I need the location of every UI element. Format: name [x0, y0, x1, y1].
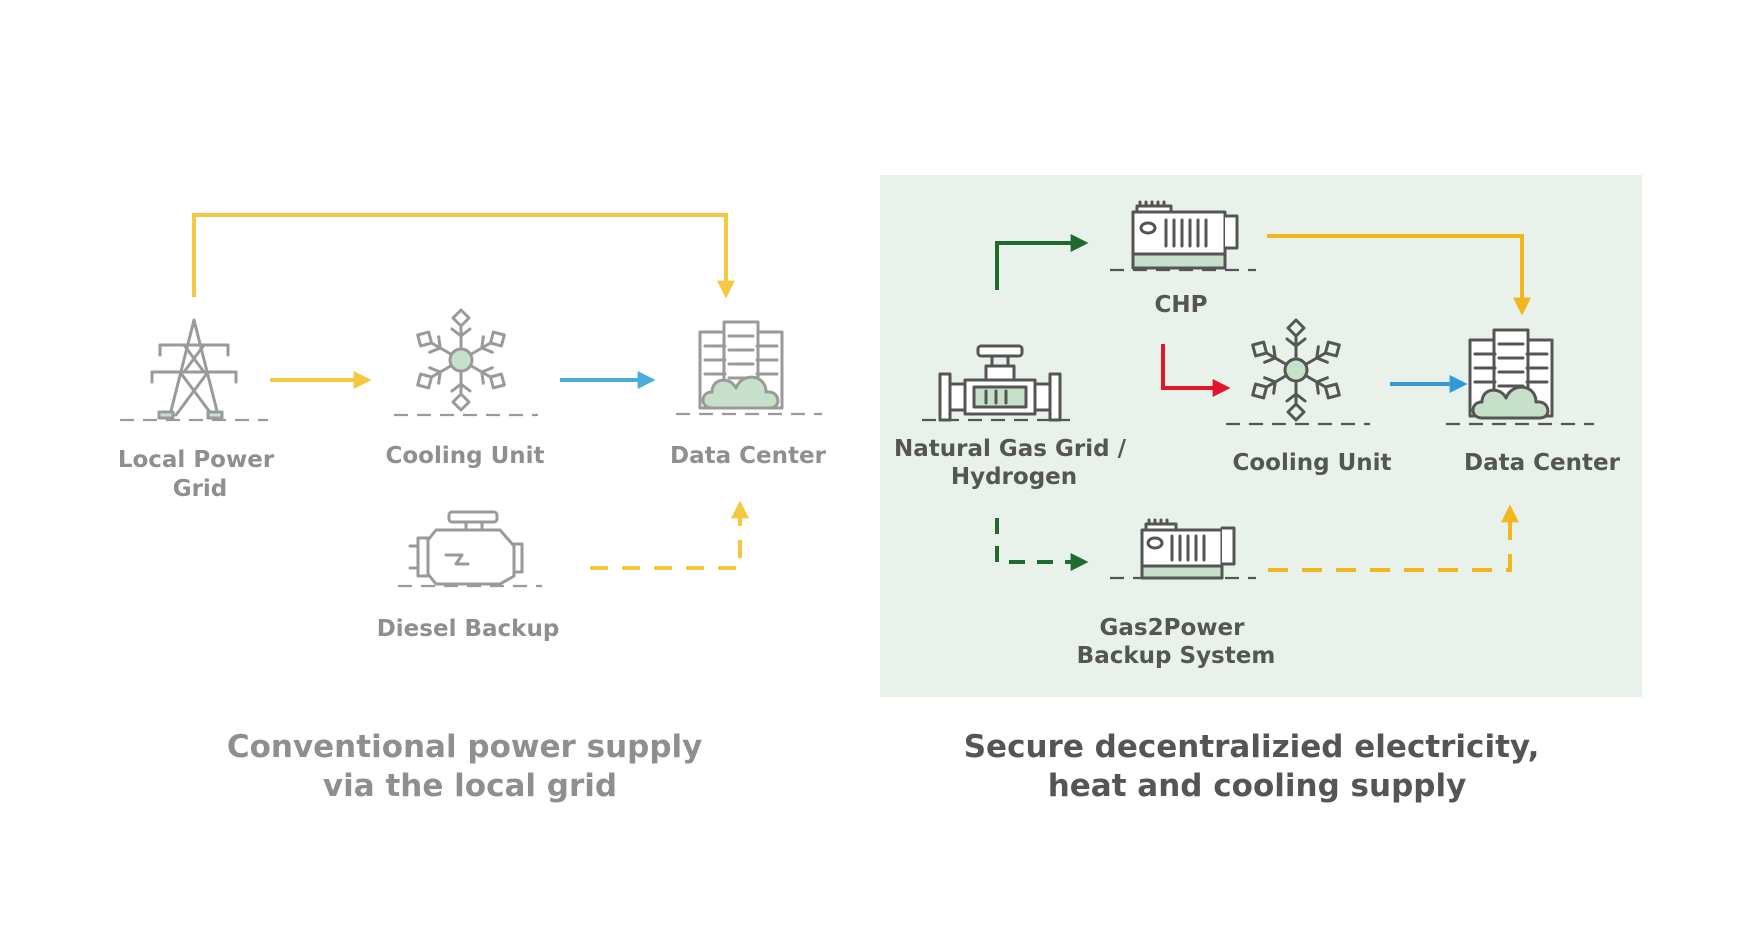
svg-text:Cooling Unit: Cooling Unit — [1232, 450, 1391, 476]
svg-text:Conventional power supply: Conventional power supply via the local … — [227, 729, 713, 804]
svg-text:Data Center: Data Center — [670, 443, 827, 469]
label-local-power-grid-line2: Grid — [173, 476, 228, 502]
svg-text:Data Center: Data Center — [1464, 450, 1621, 476]
flow-diesel-to-datacenter — [590, 500, 749, 570]
pipe-valve-icon — [938, 344, 1062, 422]
svg-text:Diesel Backup: Diesel Backup — [377, 616, 560, 642]
flow-gas-to-chp — [995, 234, 1089, 290]
label-data-center-left: Data Center — [670, 443, 827, 469]
label-cooling-unit-right: Cooling Unit — [1232, 450, 1391, 476]
svg-text:CHP: CHP — [1155, 292, 1208, 318]
snowflake-icon — [411, 308, 511, 412]
engine-icon — [408, 510, 524, 586]
svg-text:Cooling Unit: Cooling Unit — [385, 443, 544, 469]
flow-grid-to-datacenter — [192, 213, 735, 299]
flow-gas-to-gas2power — [995, 518, 1089, 571]
label-chp: CHP — [1155, 292, 1208, 318]
label-local-power-grid-line1: Local Power — [118, 447, 275, 473]
flow-chp-to-datacenter — [1267, 234, 1531, 316]
caption-left-line1: Conventional power supply — [227, 729, 703, 765]
label-data-center-right: Data Center — [1464, 450, 1621, 476]
label-gas2power-line2: Backup System — [1077, 643, 1276, 669]
server-rack-cloud-icon — [1468, 328, 1554, 420]
right-panel-background — [880, 175, 1642, 697]
svg-text:Local Power Grid: Local Power Grid — [118, 447, 282, 502]
transmission-tower-icon — [150, 318, 238, 420]
snowflake-icon — [1246, 318, 1346, 422]
label-natural-gas-grid-line1: Natural Gas Grid / — [894, 436, 1127, 462]
generator-icon — [1140, 518, 1236, 580]
caption-right-line1: Secure decentralizied electricity, — [964, 729, 1540, 765]
label-cooling-unit-left: Cooling Unit — [385, 443, 544, 469]
flow-chp-heat-to-cooling — [1161, 344, 1231, 397]
svg-text:Secure decentralizied electric: Secure decentralizied electricity, heat … — [964, 729, 1551, 804]
label-diesel-backup: Diesel Backup — [377, 616, 560, 642]
label-gas2power-line1: Gas2Power — [1100, 615, 1246, 641]
caption-left-line2: via the local grid — [323, 768, 617, 804]
left-panel: Local Power Grid Cooling Unit Data Cente… — [118, 213, 827, 804]
label-natural-gas-grid-line2: Hydrogen — [951, 464, 1077, 490]
server-rack-cloud-icon — [698, 320, 784, 410]
caption-right-line2: heat and cooling supply — [1048, 768, 1467, 804]
svg-text:Gas2Power Backup System: Gas2Power Backup System — [1077, 615, 1276, 669]
generator-icon — [1131, 200, 1239, 270]
svg-text:Natural Gas Grid / Hydro: Natural Gas Grid / Hydrogen — [894, 436, 1134, 490]
flow-gas2power-to-datacenter — [1268, 504, 1519, 572]
right-panel: CHP Natural Gas Grid / Hydrogen Cooling … — [894, 200, 1621, 804]
